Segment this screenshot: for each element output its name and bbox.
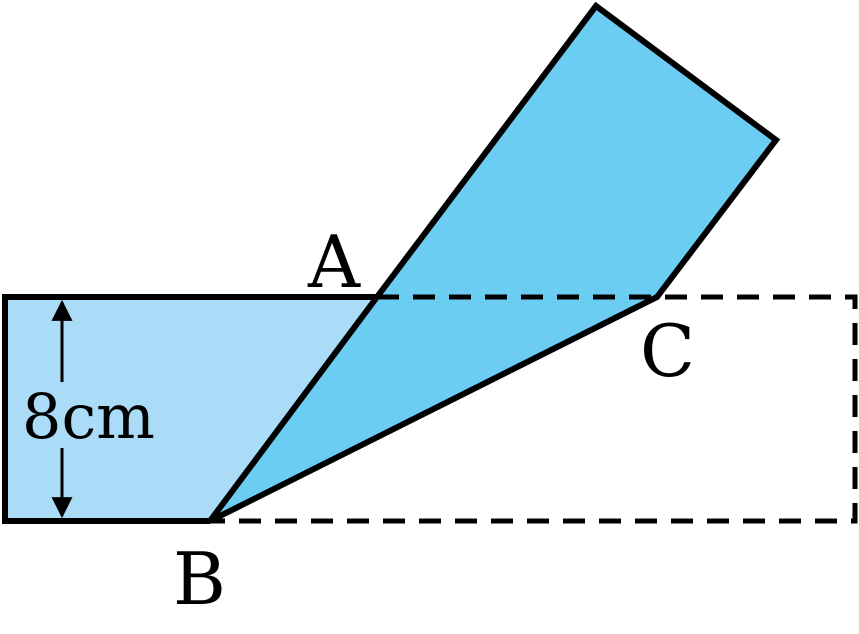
folded-strip: [210, 6, 776, 521]
label-point-c: C: [640, 309, 695, 393]
folded-strip-outline: [207, 1, 781, 524]
label-point-b: B: [173, 537, 226, 621]
original-position-dashed-outline: [210, 294, 858, 524]
label-height: 8cm: [22, 380, 155, 453]
label-point-a: A: [307, 220, 361, 304]
unfolded-region: [5, 297, 377, 521]
rectangle-solid-edge: [2, 294, 377, 524]
